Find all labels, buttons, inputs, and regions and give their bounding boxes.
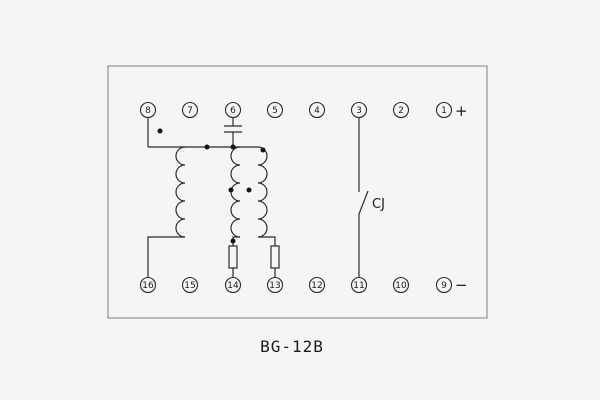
svg-text:8: 8 bbox=[145, 106, 151, 116]
terminal-11: 11 bbox=[350, 276, 368, 294]
model-label: BG-12B bbox=[260, 337, 324, 356]
polarity-dot bbox=[246, 187, 252, 193]
terminal-16: 16 bbox=[139, 276, 157, 294]
svg-text:4: 4 bbox=[314, 106, 320, 116]
svg-text:15: 15 bbox=[184, 281, 195, 291]
junction-dot bbox=[230, 238, 236, 244]
svg-text:1: 1 bbox=[441, 106, 447, 116]
terminal-5: 5 bbox=[266, 101, 284, 119]
terminal-13: 13 bbox=[266, 276, 284, 294]
terminal-4: 4 bbox=[308, 101, 326, 119]
wire-terminal16 bbox=[147, 236, 185, 277]
terminal-10: 10 bbox=[392, 276, 410, 294]
polarity-dot bbox=[228, 187, 234, 193]
relay-outline bbox=[107, 65, 488, 319]
svg-text:11: 11 bbox=[353, 281, 364, 291]
secondary-winding-right bbox=[257, 146, 268, 238]
svg-text:9: 9 bbox=[441, 281, 447, 291]
terminal-15: 15 bbox=[181, 276, 199, 294]
resistor-left bbox=[228, 245, 238, 269]
svg-text:3: 3 bbox=[356, 106, 362, 116]
terminal-1: 1 bbox=[435, 101, 453, 119]
svg-text:16: 16 bbox=[142, 281, 154, 291]
plus-polarity-label: + bbox=[455, 102, 468, 120]
svg-text:12: 12 bbox=[311, 281, 322, 291]
svg-text:14: 14 bbox=[227, 281, 239, 291]
svg-text:13: 13 bbox=[269, 281, 280, 291]
wire-winding-to-resistor-right bbox=[258, 236, 276, 246]
primary-coil bbox=[175, 146, 186, 238]
bottom-terminal-row: 16 15 14 13 12 11 bbox=[139, 276, 468, 294]
cj-switch-label: CJ bbox=[372, 197, 385, 212]
top-terminal-row: 8 7 6 5 4 3 2 bbox=[139, 101, 468, 120]
terminal-14: 14 bbox=[224, 276, 242, 294]
svg-text:6: 6 bbox=[230, 106, 236, 116]
svg-text:5: 5 bbox=[272, 106, 278, 116]
junction-dot bbox=[230, 144, 236, 150]
terminal-3: 3 bbox=[350, 101, 368, 119]
cj-switch-blade bbox=[358, 190, 369, 215]
junction-dot bbox=[157, 128, 163, 134]
terminal-8: 8 bbox=[139, 101, 157, 119]
terminal-7: 7 bbox=[181, 101, 199, 119]
minus-polarity-label: − bbox=[455, 276, 468, 294]
terminal-9: 9 bbox=[435, 276, 453, 294]
junction-dot bbox=[204, 144, 210, 150]
terminal-12: 12 bbox=[308, 276, 326, 294]
svg-text:2: 2 bbox=[398, 106, 404, 116]
polarity-dot bbox=[260, 147, 266, 153]
wiring: CJ bbox=[147, 118, 385, 277]
svg-text:7: 7 bbox=[187, 106, 193, 116]
resistor-right bbox=[270, 245, 280, 269]
terminal-6: 6 bbox=[224, 101, 242, 119]
terminal-2: 2 bbox=[392, 101, 410, 119]
svg-text:10: 10 bbox=[395, 281, 407, 291]
